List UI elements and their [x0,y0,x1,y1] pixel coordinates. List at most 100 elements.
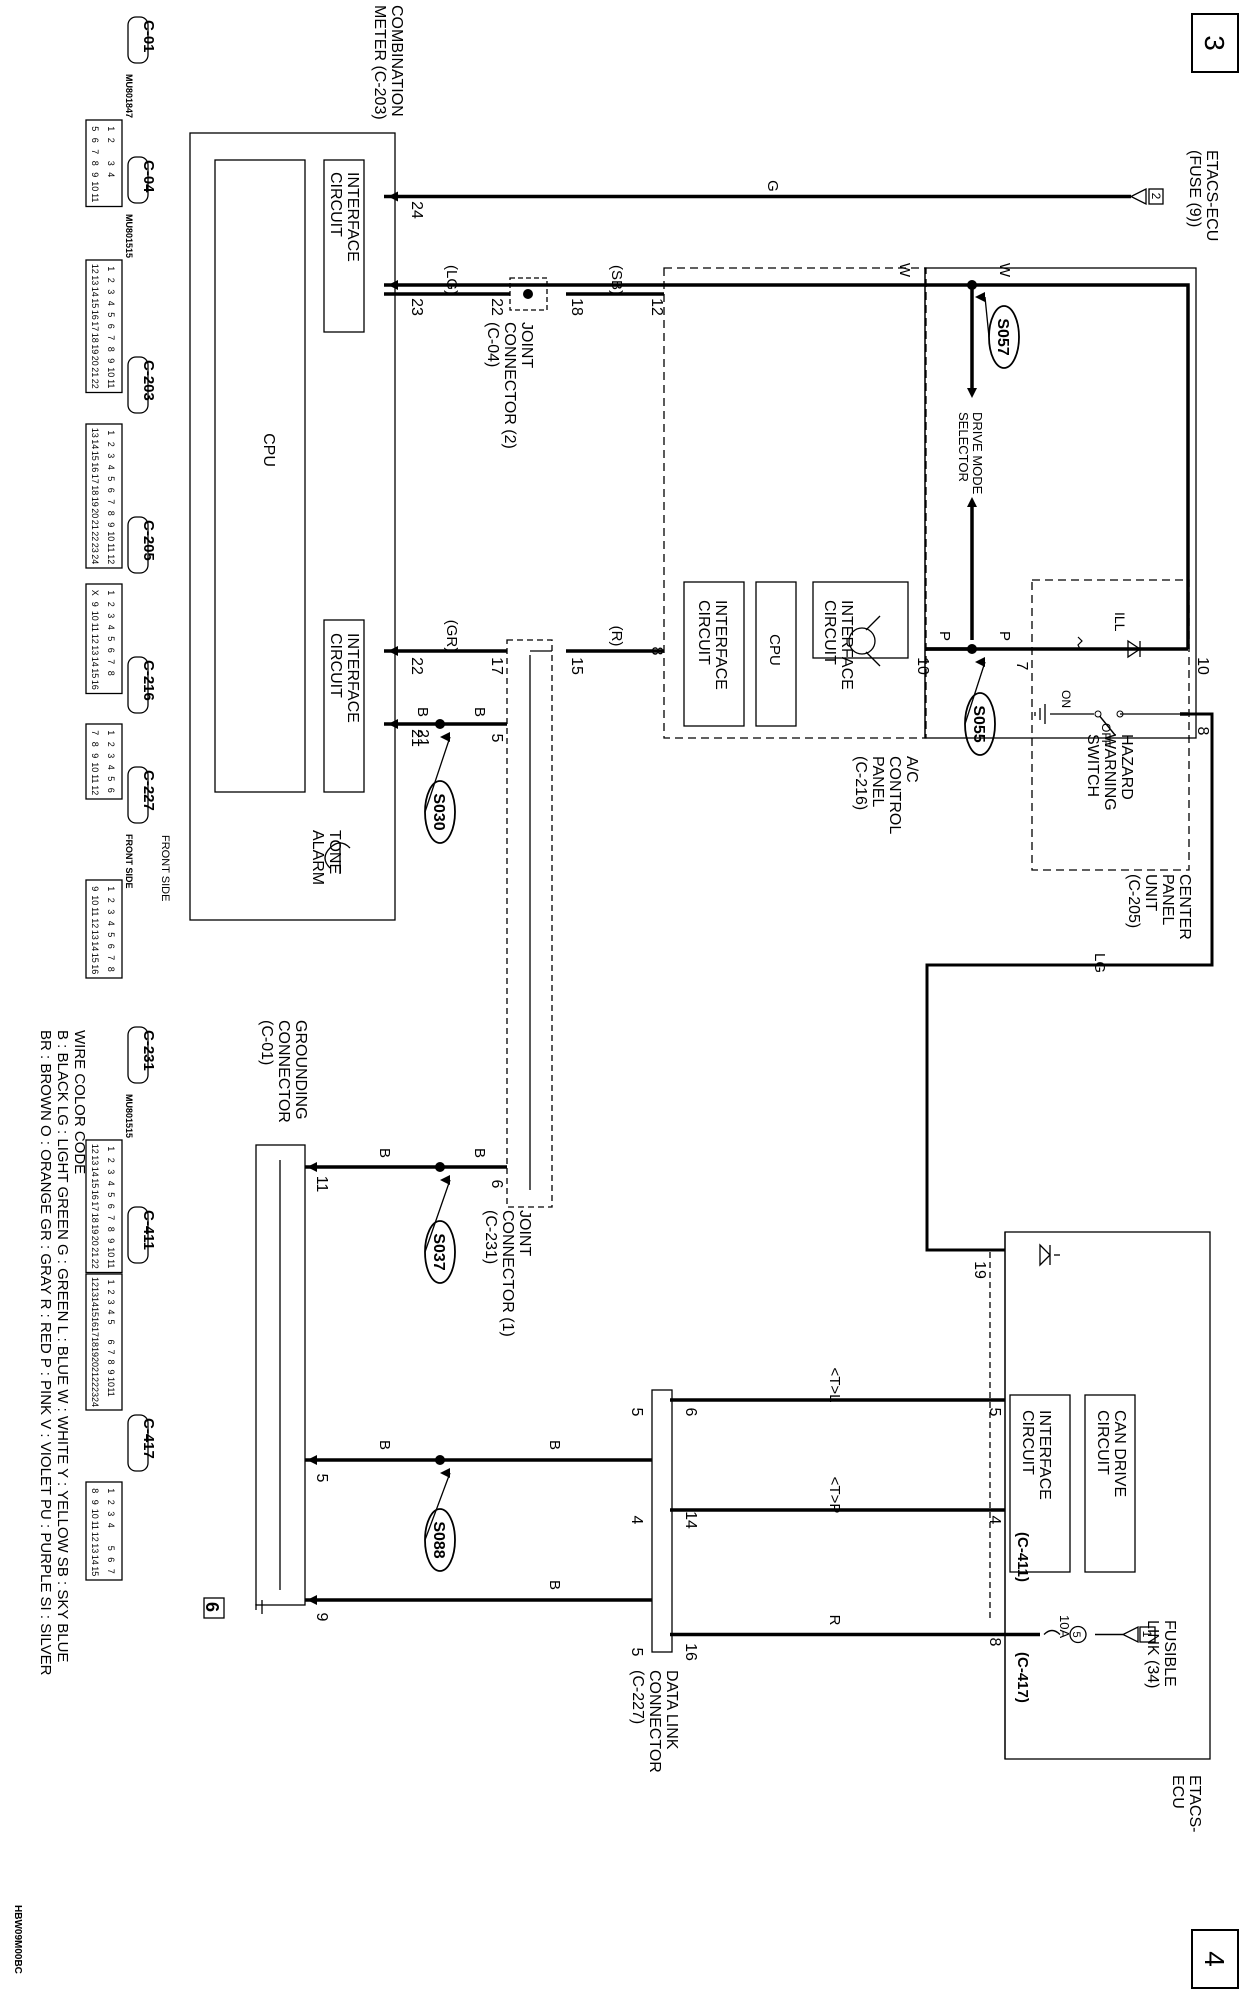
connector-cavity: 9 [106,358,116,363]
center-panel-label: (C-205) [1125,874,1142,928]
connector-cavity: 4 [106,1309,116,1314]
connector-cavity: 13 [90,1543,100,1553]
connector-cavity: 3 [106,289,116,294]
splice-leader [424,1472,451,1541]
connector-cavity: 20 [90,508,100,518]
pin-number: 15 [568,657,585,675]
meter-interface-bottom [323,619,365,793]
connector-cavity: 9 [90,172,100,177]
connector-cavity: 9 [90,886,100,891]
fusible-link-connector [1139,1626,1156,1643]
wire-color-code-line: B : BLACK LG : LIGHT GREEN G : GREEN L :… [54,1030,71,1662]
pin-number: 17 [488,657,505,675]
meter-interface-label: INTERFACE [344,633,361,723]
junction-dot [435,719,445,729]
connector-cavity: 6 [90,138,100,143]
connector-cavity: 4 [106,465,116,470]
meter-terminal-icon [388,719,398,729]
splice-arrow-icon [440,1468,450,1478]
connector-cavity: 9 [90,1500,100,1505]
pin-number: 16 [682,1643,699,1661]
meter-interface-label: CIRCUIT [327,633,344,698]
connector-cavity: 8 [106,1227,116,1232]
connector-cavity: 12 [106,554,116,564]
ac-panel-label: PANEL [869,756,886,807]
pin-number: 5 [628,1648,645,1657]
pin-number: 18 [568,298,585,316]
splice-leader [424,736,451,813]
connector-cavity: 3 [106,753,116,758]
ac-panel-label: A/C [903,756,920,783]
connector-cavity: 9 [106,1238,116,1243]
fuse-number: 5 [1070,1631,1082,1637]
connector-id: C-231 [140,1030,157,1071]
drive-mode-arrow-icon [967,497,977,507]
connector-id-box [127,156,149,204]
connector-face [85,1481,123,1581]
connector-cavity: 7 [106,955,116,960]
connector-cavity: 16 [90,680,100,690]
wire-color-label: (GR) [443,620,460,653]
connector-face [85,583,123,695]
wire-color-label: (R) [608,626,625,647]
connector-cavity: 5 [106,776,116,781]
page-box-right [1191,1929,1239,1989]
fuse-connector-box [1148,188,1164,205]
connector-cavity: 7 [106,335,116,340]
drive-mode-label: SELECTOR [956,412,971,482]
connector-cavity: 15 [90,451,100,461]
switch-contact [1094,710,1102,718]
splice-label: S088 [430,1521,447,1558]
wire-color-label: B [546,1580,563,1590]
connector-cavity: 17 [90,474,100,484]
ground-icon [1034,704,1046,724]
connector-cavity: 3 [106,161,116,166]
ac-control-panel-box [924,267,1197,739]
ground-symbol-icon [255,1600,263,1614]
ac-interface-circuit-top [812,581,909,659]
ground-ref-number: 6 [202,1602,222,1612]
connector-cavity: 1 [106,590,116,595]
connector-cavity: 10 [90,611,100,621]
splice-arrow-icon [975,292,985,302]
connector-cavity: 3 [106,613,116,618]
connector-cavity: 22 [90,531,100,541]
wire-r-dlc-label: R [826,1615,843,1626]
combination-meter-box [189,132,396,921]
connector-cavity: 21 [90,1247,100,1257]
connector-cavity: 11 [106,543,116,552]
connector-cavity: 24 [90,1397,100,1407]
wire-lg-label: LG [1091,953,1108,973]
joint-connector-1-box [506,639,553,1208]
junction-dot [435,1455,445,1465]
connector-cavity: 17 [90,1201,100,1211]
connector-cavity: 11 [106,1259,116,1268]
connector-face [85,423,123,569]
connector-cavity: 4 [106,1181,116,1186]
connector-cavity: 6 [106,324,116,329]
connector-cavity: 10 [90,762,100,772]
connector-cavity: 12 [90,264,100,274]
wire-segment [865,615,881,631]
wire-color-label: P [936,631,953,641]
connector-cavity: 2 [106,898,116,903]
connector-cavity: 1 [106,1488,116,1493]
ground-ref-box [203,1597,225,1619]
connector-id: C-203 [140,360,157,401]
splice-leader [984,296,990,338]
pin-number: 21 [408,729,425,747]
connector-cavity: 15 [90,1307,100,1317]
connector-cavity: 13 [90,275,100,285]
connector-cavity: 7 [106,659,116,664]
connector-cavity: 2 [106,1158,116,1163]
connector-cavity: 10 [90,895,100,905]
pin-number: 8 [986,1638,1003,1647]
data-link-connector-label: DATA LINK [663,1670,680,1750]
center-panel-unit-box [1031,579,1190,871]
pin-number: 22 [488,298,505,316]
connector-cavity: 10 [106,531,116,541]
fuse-symbol-icon [1043,1629,1061,1635]
pin-number: 5 [488,734,505,743]
ac-panel-label: (C-216) [852,756,869,810]
ill-label: ILL [1112,612,1128,632]
